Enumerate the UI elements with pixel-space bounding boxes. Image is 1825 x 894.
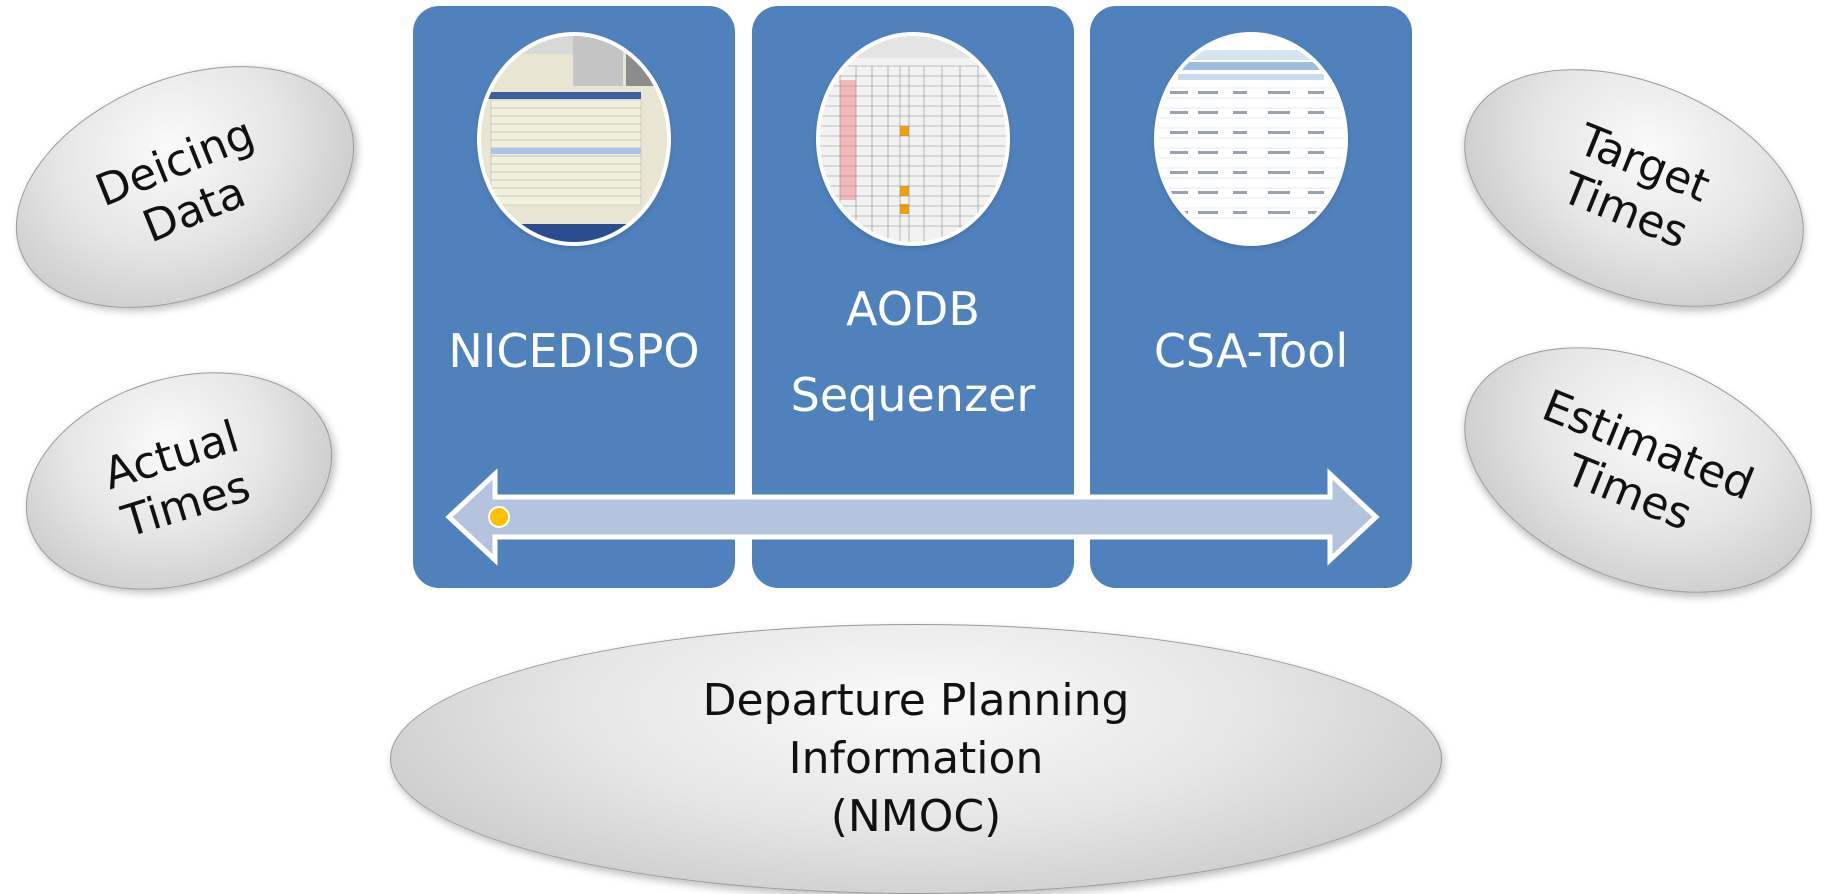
departure-planning-information-oval: Departure Planning Information (NMOC) xyxy=(390,624,1442,894)
aodb-label: AODB xyxy=(846,282,980,336)
aodb-sequenzer-screenshot-thumbnail xyxy=(820,36,1006,242)
nicedispo-panel: NICEDISPO xyxy=(413,6,735,588)
nicedispo-screenshot-thumbnail xyxy=(481,36,667,242)
dpi-line2: Information xyxy=(788,732,1044,784)
csa-tool-screenshot-thumbnail xyxy=(1158,36,1344,242)
aodb-sequenzer-panel: AODB Sequenzer xyxy=(752,6,1074,588)
nicedispo-label: NICEDISPO xyxy=(448,324,700,378)
csa-tool-panel: CSA-Tool xyxy=(1090,6,1412,588)
actual-times-oval: Actual Times xyxy=(0,336,360,626)
deicing-data-oval: Deicing Data xyxy=(0,19,390,355)
sequenzer-label: Sequenzer xyxy=(790,368,1036,422)
csa-tool-label: CSA-Tool xyxy=(1153,324,1349,378)
dpi-line1: Departure Planning xyxy=(702,674,1130,726)
target-times-oval: Target Times xyxy=(1429,23,1825,353)
estimated-times-oval: Estimated Times xyxy=(1428,299,1825,641)
dpi-line3: (NMOC) xyxy=(830,791,1002,843)
